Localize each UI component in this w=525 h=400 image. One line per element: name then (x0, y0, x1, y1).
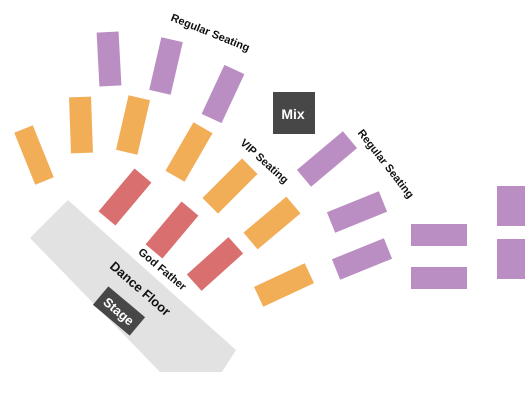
regular-seating-section[interactable] (497, 239, 525, 279)
regular-seating-section[interactable] (296, 131, 358, 187)
regular-seating-section[interactable] (331, 238, 393, 280)
regular-seating-section[interactable] (326, 191, 388, 233)
regular-seating-section[interactable] (497, 186, 525, 226)
god-father-seating-section[interactable] (186, 237, 244, 291)
regular-seating-section[interactable] (96, 31, 122, 87)
god-father-seating-sections (98, 168, 244, 291)
god-father-seating-section[interactable] (145, 201, 199, 259)
regular-seating-label-right: Regular Seating (355, 127, 416, 200)
vip-seating-section[interactable] (165, 122, 213, 182)
vip-seating-section[interactable] (14, 125, 54, 185)
dance-floor-area[interactable] (30, 200, 236, 372)
regular-seating-section[interactable] (201, 64, 245, 124)
vip-seating-section[interactable] (253, 263, 315, 307)
god-father-seating-section[interactable] (98, 168, 152, 226)
vip-seating-section[interactable] (115, 95, 151, 155)
mix-block (273, 92, 315, 134)
mix-label: Mix (281, 106, 305, 122)
regular-seating-section[interactable] (149, 37, 183, 95)
regular-seating-sections (96, 31, 525, 289)
regular-seating-section[interactable] (411, 224, 467, 246)
vip-seating-section[interactable] (202, 158, 258, 214)
mix-booth[interactable]: Mix (273, 92, 315, 134)
vip-seating-section[interactable] (69, 96, 93, 154)
stage-block (92, 286, 146, 336)
regular-seating-section[interactable] (411, 267, 467, 289)
vip-seating-sections (14, 95, 315, 307)
vip-seating-section[interactable] (243, 196, 301, 250)
